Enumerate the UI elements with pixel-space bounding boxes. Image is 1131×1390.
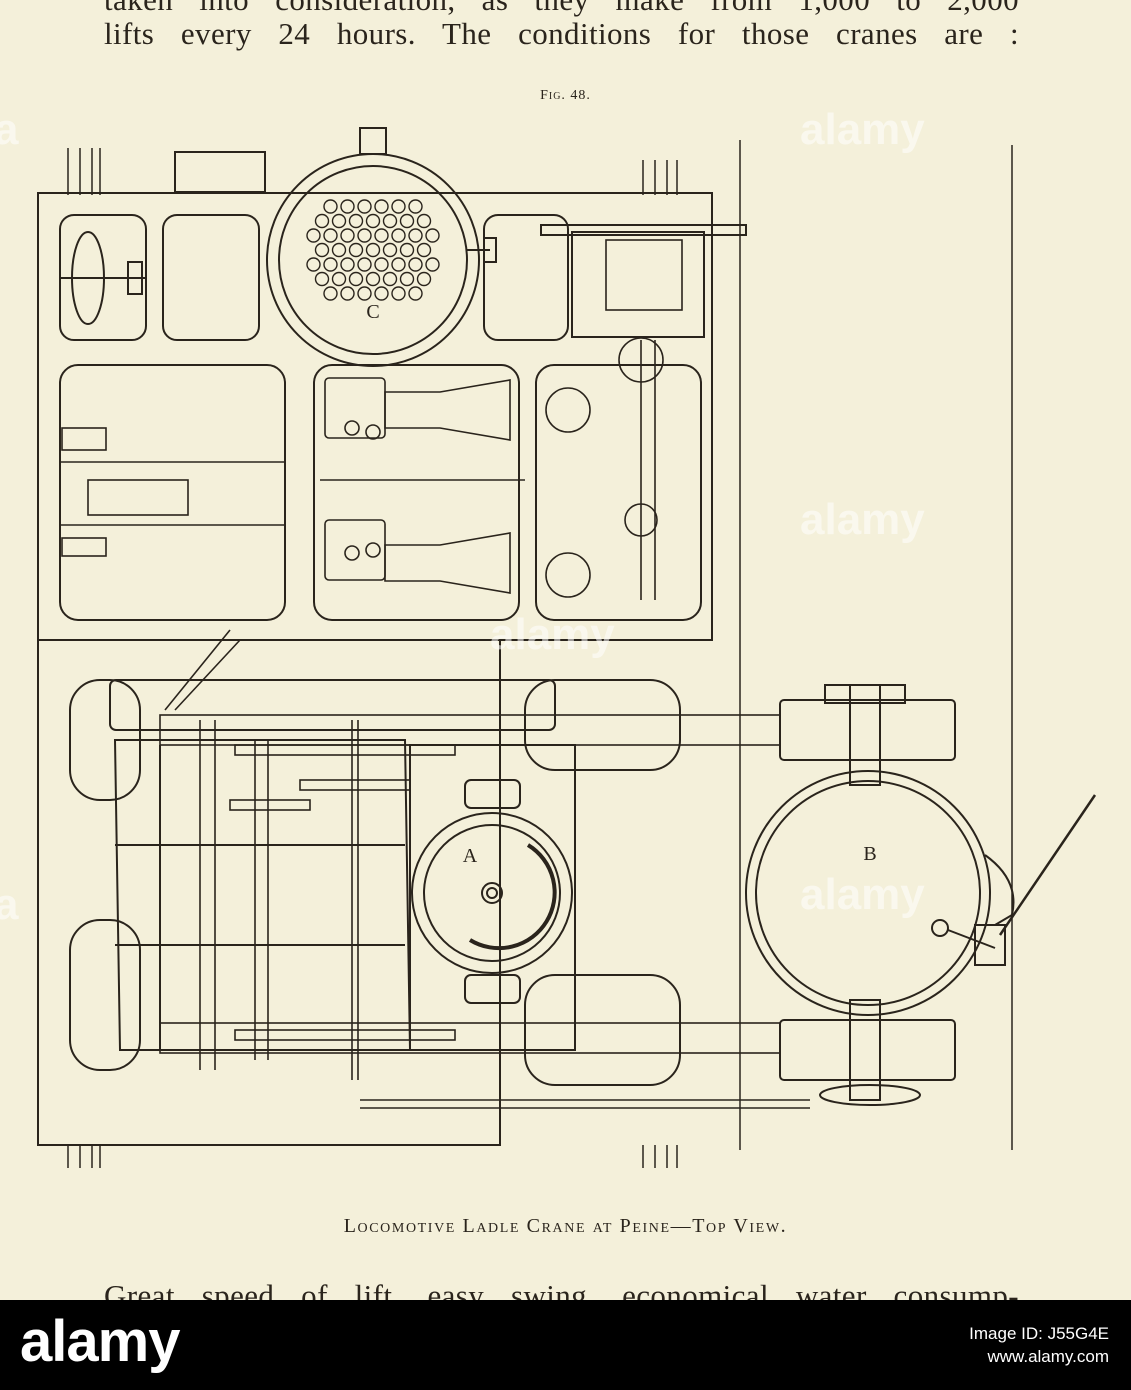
boiler-tube [382,242,398,258]
boiler-tubes [306,199,440,301]
image-info: Image ID: J55G4E www.alamy.com [969,1322,1109,1368]
ladle-arm [779,684,956,1106]
boiler-tube [391,257,406,272]
body-text-line: lifts every 24 hours. The conditions for… [104,16,1019,51]
boiler-tube [399,271,415,287]
boiler-tube [323,257,338,272]
boiler-tube [374,286,389,301]
boiler-tube [425,257,440,272]
boiler-tube [416,213,432,229]
boiler-tube [323,228,338,243]
boiler-tube [416,242,432,258]
body-text-line-cut: Great speed of lift, easy swing, economi… [104,1278,1019,1300]
engine-cylinders [60,377,525,594]
pump-assembly [545,239,683,600]
boiler-tube [408,286,423,301]
boiler-tube [331,242,347,258]
boiler-tube [391,199,406,214]
upper-frame [37,151,747,641]
boiler-tube [374,257,389,272]
boiler-tube [340,199,355,214]
boiler-tube [340,228,355,243]
boiler-tube [399,242,415,258]
crane-drawing: C A B [37,127,1097,1168]
boiler-tube [408,199,423,214]
stock-footer: alamy Image ID: J55G4E www.alamy.com [0,1300,1131,1390]
boiler-tube [374,228,389,243]
watermark-edge: alamy [0,105,20,154]
boiler-tube [331,213,347,229]
book-page: taken into consideration, as they make f… [0,0,1097,1300]
watermark: alamy [490,610,615,659]
alamy-logo: alamy [20,1309,180,1374]
watermark: alamy [800,870,925,919]
boiler-tube [357,257,372,272]
drive-shafts [159,629,810,1109]
boiler-tube [399,213,415,229]
watermark: alamy [800,495,925,544]
boiler-tube [331,271,347,287]
label-b: B [863,843,876,865]
boiler-tube [323,286,338,301]
boiler-tube [408,228,423,243]
boiler-tube [314,271,330,287]
boiler-tube [365,271,381,287]
watermark-edge: alamy [0,880,20,929]
boiler-tube [323,199,338,214]
boiler-tube [314,242,330,258]
boiler-tube [348,271,364,287]
boiler-tube [306,257,321,272]
turntable-a [411,812,573,974]
boiler-tube [306,228,321,243]
boiler-tube [391,228,406,243]
boiler-tube [340,286,355,301]
label-c: C [366,301,379,323]
site-url: www.alamy.com [987,1347,1109,1366]
boiler-c [266,127,497,367]
watermark: alamy [800,105,925,154]
image-id: Image ID: J55G4E [969,1324,1109,1343]
boiler-tube [357,228,372,243]
boiler-tube [416,271,432,287]
boiler-tube [374,199,389,214]
figure-caption: Locomotive Ladle Crane at Peine—Top View… [343,1215,788,1237]
boiler-tube [382,213,398,229]
figure-label: Fig. 48. [540,88,591,103]
body-text-line-cut: taken into consideration, as they make f… [104,0,1019,18]
boiler-tube [357,286,372,301]
boiler-tube [382,271,398,287]
boiler-tube [340,257,355,272]
boiler-tube [314,213,330,229]
ladle-b [745,770,1097,1016]
boiler-tube [348,242,364,258]
boiler-tube [408,257,423,272]
label-a: A [463,845,478,867]
top-left-wheel [60,231,145,325]
boiler-tube [391,286,406,301]
boiler-tube [365,242,381,258]
boiler-tube [425,228,440,243]
boiler-tube [365,213,381,229]
rail-lines [67,140,1013,1168]
boiler-tube [357,199,372,214]
boiler-tube [348,213,364,229]
